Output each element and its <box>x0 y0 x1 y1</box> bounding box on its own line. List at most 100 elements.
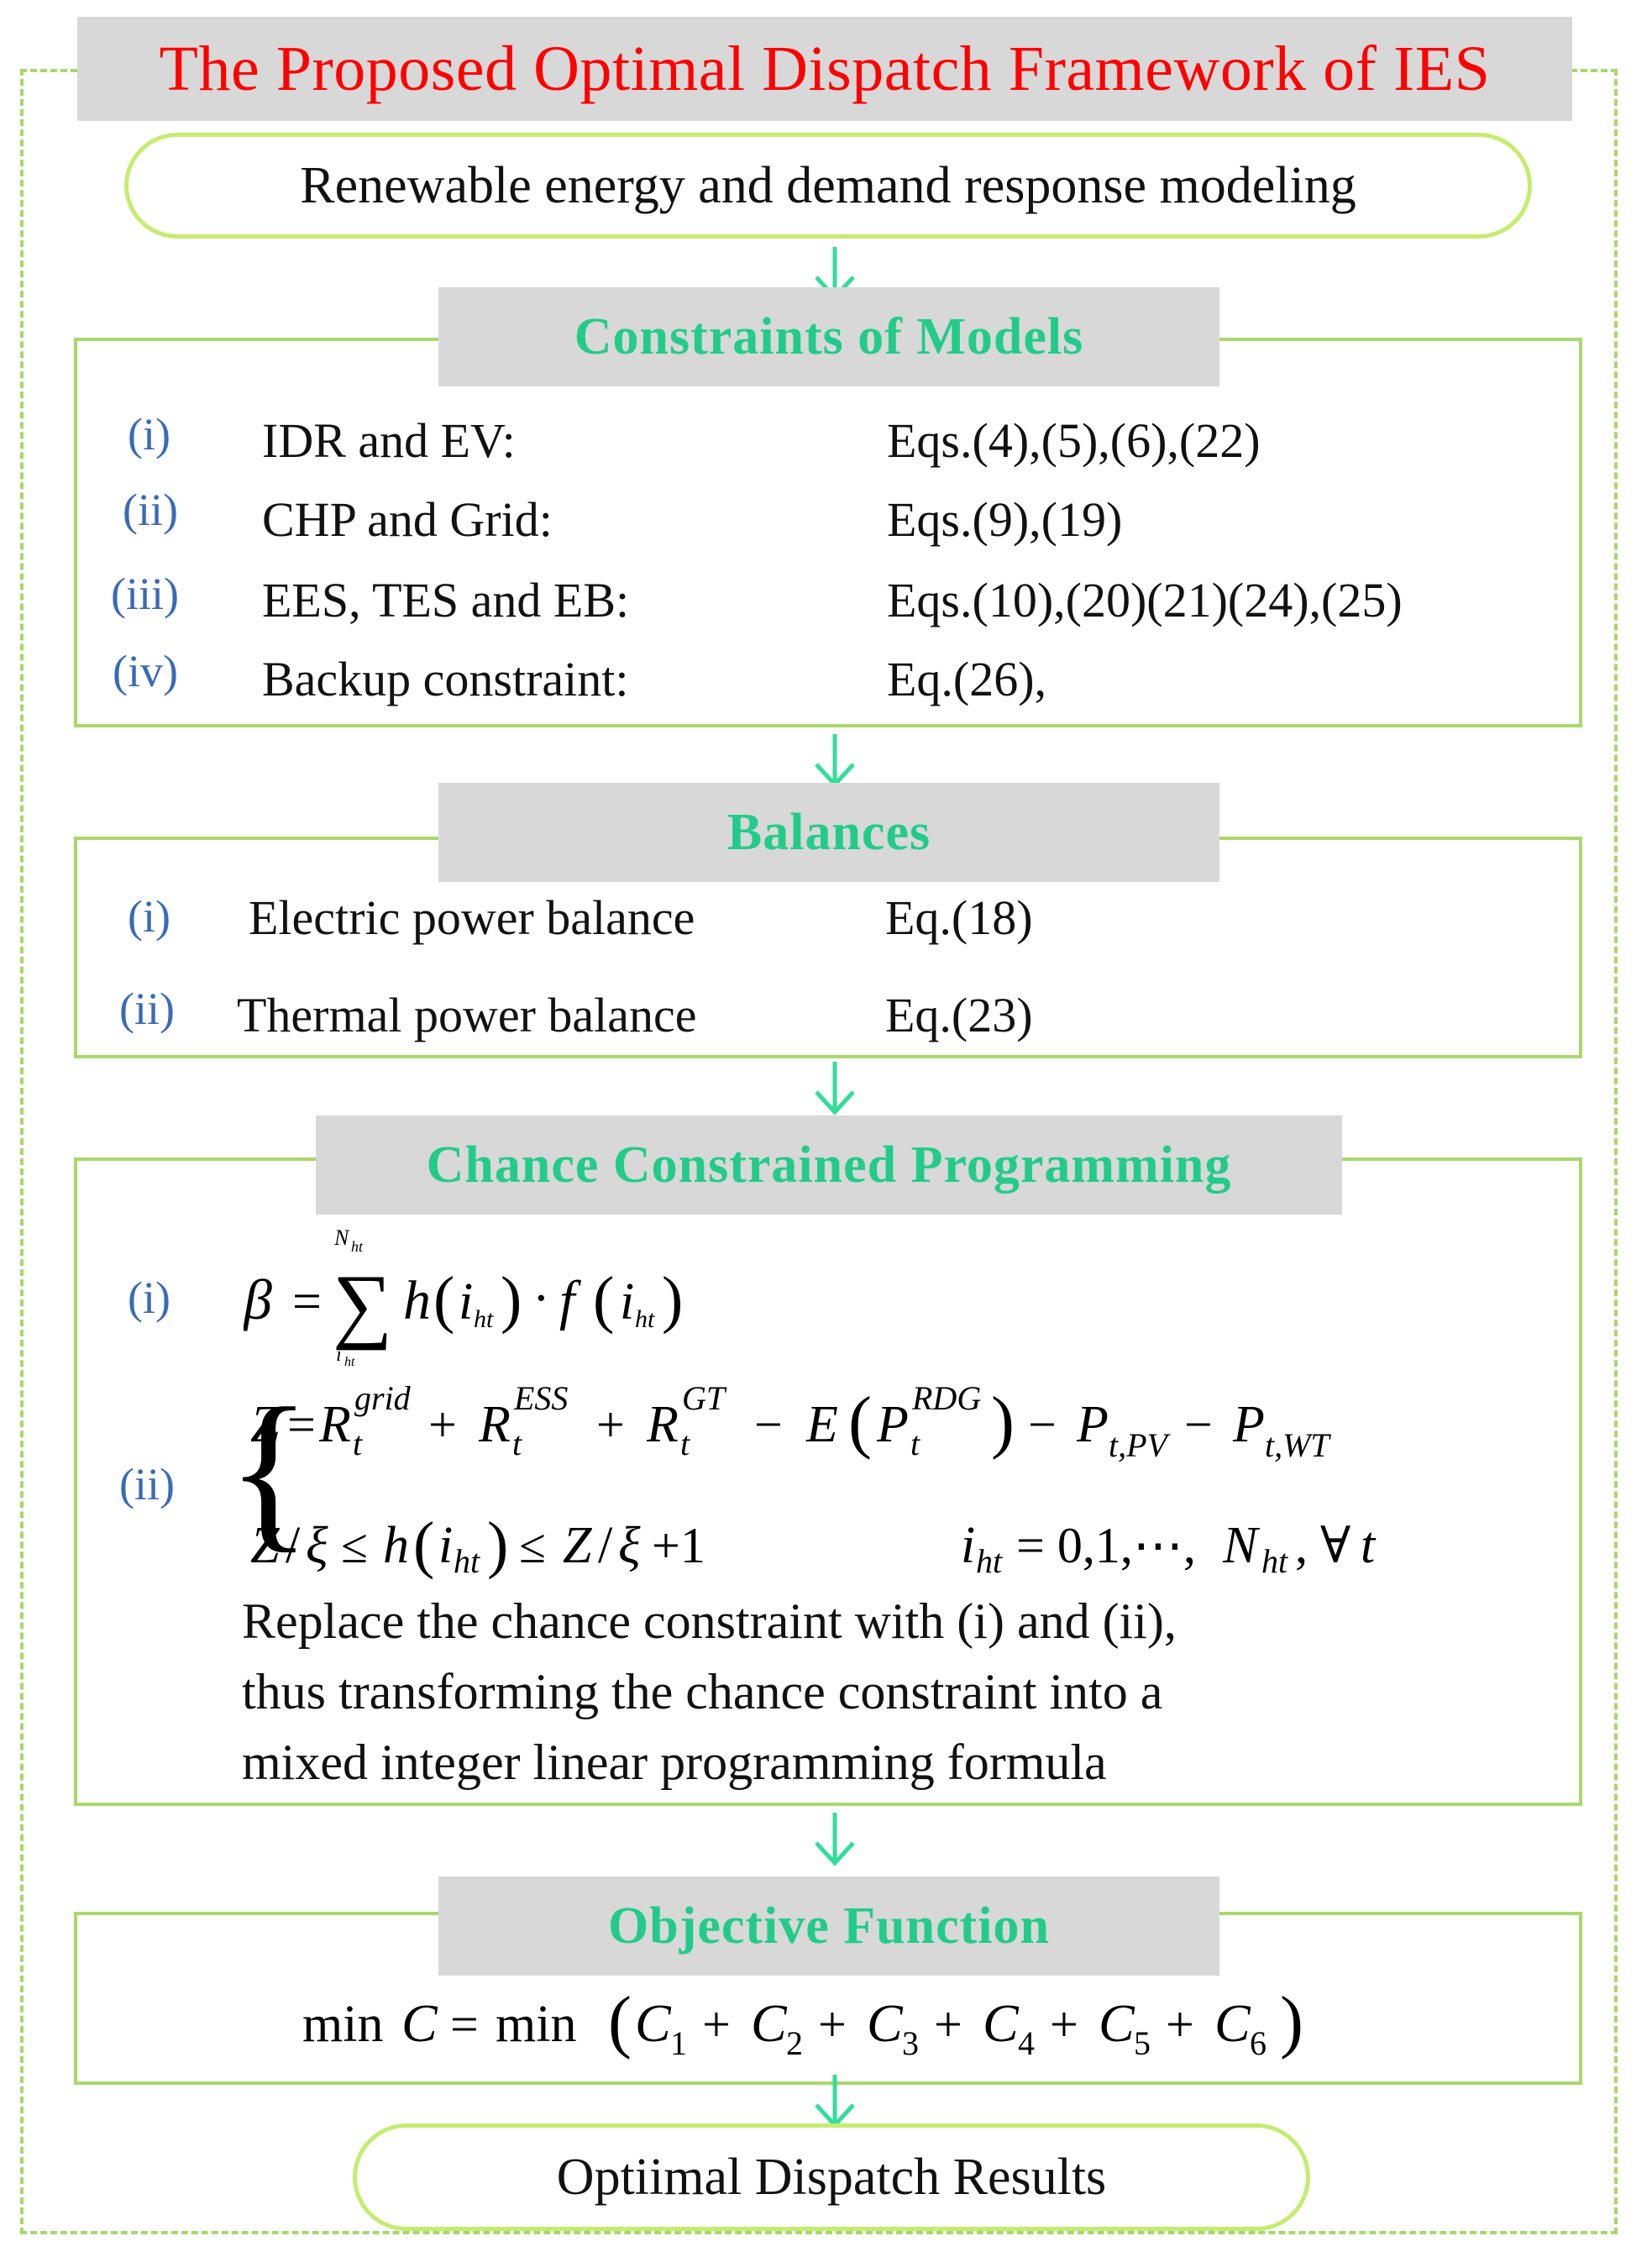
svg-text:ESS: ESS <box>513 1379 568 1417</box>
svg-text:ξ: ξ <box>618 1517 641 1574</box>
svg-text:β: β <box>244 1268 272 1331</box>
constraint-eq-1: Eqs.(4),(5),(6),(22) <box>887 413 1261 468</box>
svg-text:+: + <box>428 1397 457 1452</box>
ccp-header-label: Chance Constrained Programming <box>426 1136 1232 1194</box>
ccp-paragraph-line-2: thus transforming the chance constraint … <box>242 1664 1163 1719</box>
svg-text:/: / <box>286 1517 301 1574</box>
svg-text:−: − <box>1028 1397 1057 1452</box>
svg-text:R: R <box>478 1396 511 1453</box>
constraint-num-4: (iv) <box>113 646 178 696</box>
flow-arrow-3 <box>815 1062 855 1115</box>
svg-text:6: 6 <box>1250 2024 1267 2062</box>
balances-header-label: Balances <box>726 803 931 861</box>
svg-text:C: C <box>1099 1993 1135 2053</box>
svg-text:t,PV: t,PV <box>1109 1426 1172 1464</box>
svg-text:ht: ht <box>1261 1542 1288 1580</box>
svg-text:P: P <box>1232 1396 1265 1453</box>
svg-text:C: C <box>751 1993 788 2053</box>
constraint-label-1: IDR and EV: <box>262 413 516 468</box>
balance-eq-2: Eq.(23) <box>885 988 1033 1042</box>
svg-text:=: = <box>287 1397 316 1452</box>
svg-text:ht: ht <box>344 1355 355 1369</box>
ccp-paragraph-line-3: mixed integer linear programming formula <box>242 1735 1107 1790</box>
svg-text:h: h <box>383 1517 409 1574</box>
balance-label-1: Electric power balance <box>249 890 695 945</box>
svg-text:·: · <box>532 1270 550 1327</box>
svg-text:i: i <box>620 1273 634 1331</box>
svg-text:+: + <box>934 1997 962 2052</box>
svg-text:C: C <box>635 1993 672 2053</box>
svg-text:−: − <box>754 1397 783 1452</box>
ccp-header: Chance Constrained Programming <box>316 1115 1342 1215</box>
ccp-num-2: (ii) <box>119 1459 175 1509</box>
svg-text:t,WT: t,WT <box>1265 1426 1331 1464</box>
constraint-num-1: (i) <box>128 409 170 459</box>
constraint-num-2: (ii) <box>123 485 178 535</box>
constraints-header-label: Constraints of Models <box>574 307 1084 365</box>
svg-text:+: + <box>596 1397 625 1452</box>
start-node-label: Renewable energy and demand response mod… <box>300 156 1356 214</box>
svg-text:∑: ∑ <box>333 1257 392 1351</box>
svg-text:E: E <box>805 1396 838 1453</box>
svg-text:ht: ht <box>454 1542 480 1580</box>
svg-text:i: i <box>438 1517 453 1574</box>
svg-text:i: i <box>336 1344 342 1366</box>
constraint-num-3: (iii) <box>111 569 179 619</box>
svg-text:+1: +1 <box>652 1518 705 1573</box>
svg-text:N: N <box>1222 1517 1261 1574</box>
z-system-formula: { Z = R grid t + R ESS t + R GT t − E ( … <box>227 1373 1377 1580</box>
balances-header: Balances <box>438 783 1219 882</box>
svg-text:t: t <box>1361 1517 1377 1574</box>
svg-text:): ) <box>501 1264 522 1335</box>
ccp-box <box>74 1157 1582 1806</box>
svg-text:≤: ≤ <box>519 1519 546 1573</box>
balance-num-1: (i) <box>128 891 170 942</box>
constraints-header: Constraints of Models <box>438 287 1219 386</box>
svg-text:C: C <box>401 1993 438 2053</box>
svg-text:=: = <box>292 1273 322 1331</box>
flow-arrow-4 <box>815 1813 855 1866</box>
svg-text:=: = <box>450 1997 479 2052</box>
page-title: The Proposed Optimal Dispatch Framework … <box>159 33 1491 104</box>
svg-text:R: R <box>646 1396 679 1453</box>
svg-text:N: N <box>333 1226 350 1250</box>
end-node-label: Optiimal Dispatch Results <box>556 2148 1107 2206</box>
title-bar: The Proposed Optimal Dispatch Framework … <box>77 17 1572 121</box>
svg-text:R: R <box>318 1396 351 1453</box>
ccp-paragraph-line-1: Replace the chance constraint with (i) a… <box>242 1593 1177 1649</box>
svg-text:Z: Z <box>563 1517 592 1574</box>
svg-text:): ) <box>991 1383 1015 1461</box>
svg-text:P: P <box>876 1396 909 1453</box>
constraints-box <box>74 338 1582 727</box>
svg-text:2: 2 <box>786 2024 803 2062</box>
svg-text:+: + <box>1166 1997 1194 2052</box>
svg-text:ht: ht <box>976 1542 1003 1580</box>
svg-text:Z: Z <box>250 1517 280 1574</box>
svg-text:4: 4 <box>1018 2024 1035 2062</box>
objective-header-label: Objective Function <box>608 1897 1050 1955</box>
svg-text:{: { <box>227 1373 312 1567</box>
svg-text:Z: Z <box>250 1396 280 1453</box>
objective-header: Objective Function <box>438 1876 1219 1976</box>
svg-text:(: ( <box>433 1264 454 1335</box>
svg-text:(: ( <box>593 1264 614 1335</box>
svg-text:t: t <box>910 1425 920 1462</box>
beta-formula: β = N ht ∑ i ht h ( i ht ) · f ( i ht ) <box>244 1226 683 1369</box>
svg-text:): ) <box>662 1264 683 1335</box>
svg-text:ht: ht <box>474 1305 494 1333</box>
svg-text:f: f <box>559 1270 581 1331</box>
constraint-eq-3: Eqs.(10),(20)(21)(24),(25) <box>887 573 1403 627</box>
balance-label-2: Thermal power balance <box>237 988 697 1042</box>
start-node: Renewable energy and demand response mod… <box>124 133 1532 239</box>
svg-text:ht: ht <box>635 1305 655 1333</box>
svg-text:): ) <box>1280 1982 1303 2060</box>
svg-text:3: 3 <box>902 2024 919 2062</box>
svg-text:+: + <box>818 1997 847 2052</box>
svg-text:grid: grid <box>354 1379 412 1417</box>
svg-text:= 0,1,⋯,: = 0,1,⋯, <box>1016 1518 1196 1573</box>
end-node: Optiimal Dispatch Results <box>353 2123 1310 2231</box>
constraint-label-4: Backup constraint: <box>262 652 629 706</box>
svg-text:, ∀: , ∀ <box>1295 1518 1350 1573</box>
svg-text:+: + <box>1050 1997 1078 2052</box>
svg-text:t: t <box>680 1425 690 1462</box>
